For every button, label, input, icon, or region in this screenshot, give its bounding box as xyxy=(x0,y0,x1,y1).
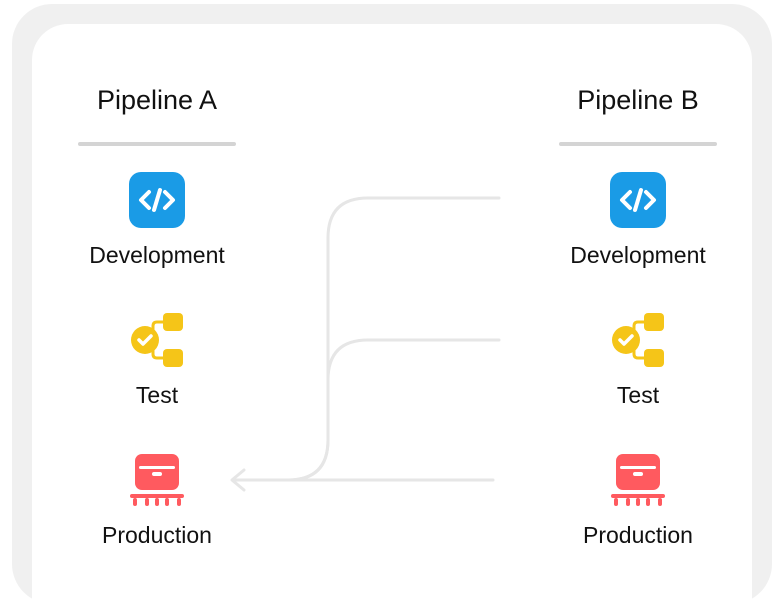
stage-label-production: Production xyxy=(102,522,212,548)
stage-label-development: Development xyxy=(570,242,706,268)
pipeline-b-divider xyxy=(559,142,717,146)
stage-label-production: Production xyxy=(583,522,693,548)
test-checklist-icon xyxy=(612,313,664,367)
code-icon xyxy=(610,172,666,228)
test-checklist-icon xyxy=(131,313,183,367)
robot-server-icon xyxy=(611,454,665,506)
stage-label-test: Test xyxy=(135,382,179,408)
pipeline-a-divider xyxy=(78,142,236,146)
pipeline-b-title: Pipeline B xyxy=(577,85,699,115)
pipeline-a-title: Pipeline A xyxy=(96,85,218,115)
code-icon xyxy=(129,172,185,228)
pipeline-a-stage-production: Production xyxy=(78,450,236,550)
robot-server-icon xyxy=(130,454,184,506)
pipeline-b-stage-production: Production xyxy=(559,450,717,550)
stage-label-development: Development xyxy=(89,242,225,268)
stage-label-test: Test xyxy=(616,382,660,408)
pipeline-b-stage-test: Test xyxy=(559,310,717,410)
pipeline-b-stage-development: Development xyxy=(559,170,717,270)
pipeline-a-stage-test: Test xyxy=(78,310,236,410)
pipeline-a-stage-development: Development xyxy=(78,170,236,270)
